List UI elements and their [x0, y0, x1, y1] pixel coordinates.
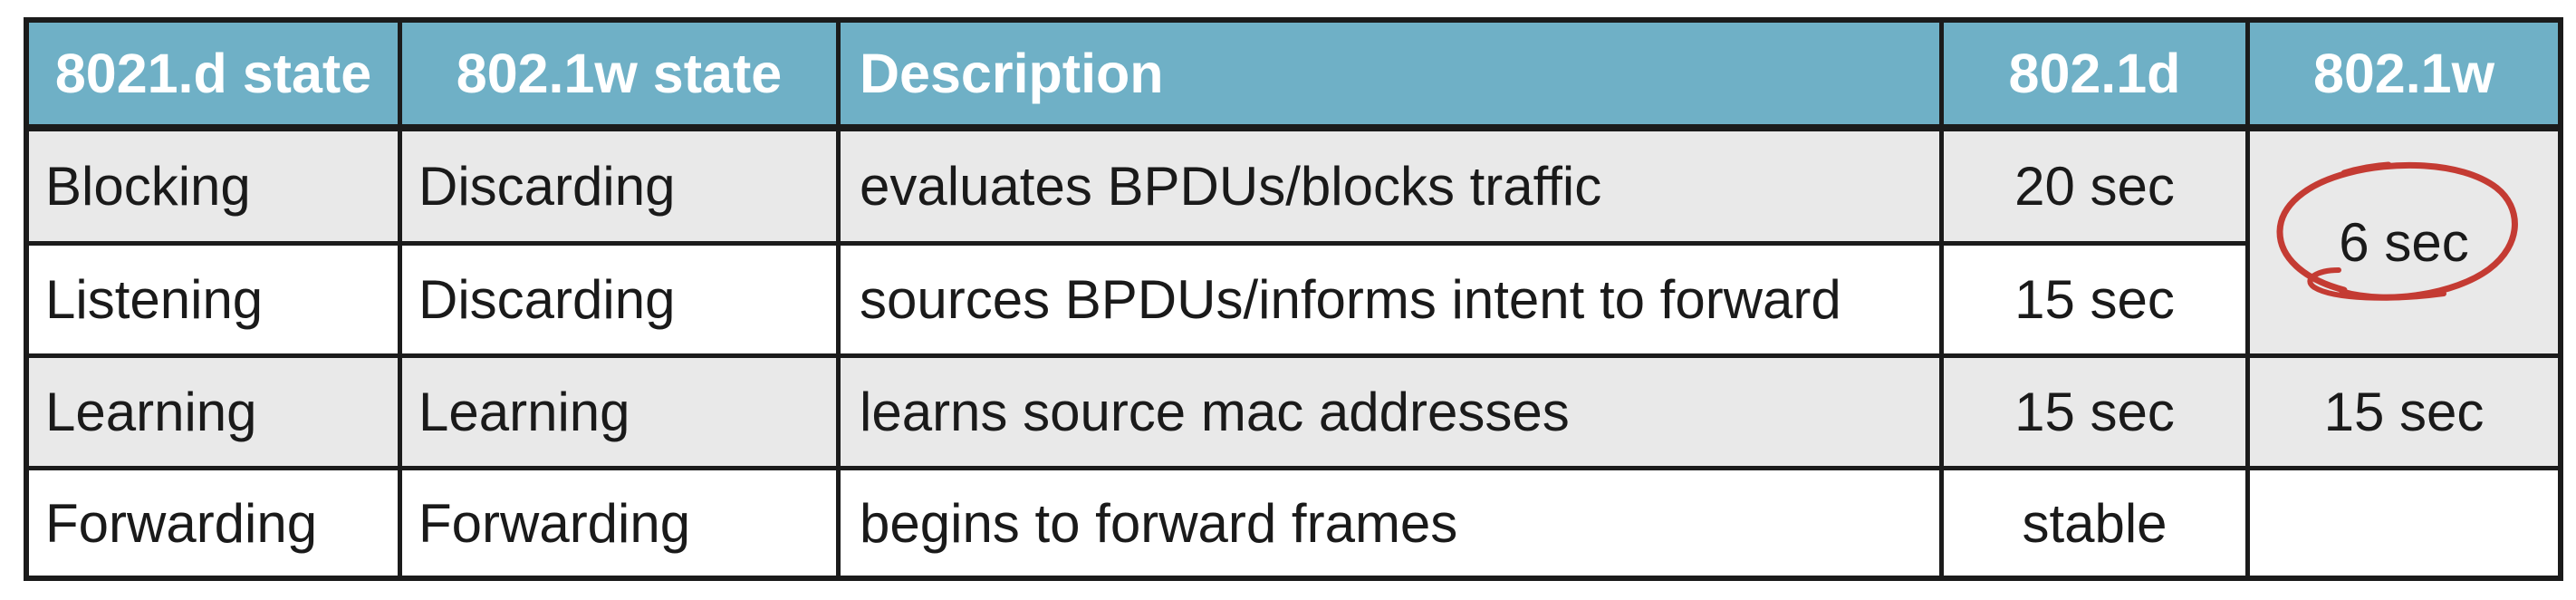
cell-d-time: 15 sec: [1944, 358, 2245, 466]
w-time-value: 6 sec: [2339, 212, 2469, 273]
cell-d-state: Listening: [29, 246, 398, 353]
header-8021d-state: 8021.d state: [29, 23, 398, 127]
cell-w-time: 15 sec: [2250, 358, 2558, 466]
cell-d-time: stable: [1944, 470, 2245, 576]
cell-d-state: Blocking: [29, 131, 398, 241]
header-description: Description: [841, 23, 1939, 127]
cell-description: begins to forward frames: [841, 470, 1939, 576]
header-8021w-time: 802.1w: [2250, 23, 2558, 127]
header-8021w-state: 802.1w state: [402, 23, 836, 127]
cell-w-time-blocking-listening: 6 sec: [2250, 131, 2558, 353]
cell-w-time: [2250, 470, 2558, 576]
cell-description: sources BPDUs/informs intent to forward: [841, 246, 1939, 353]
header-8021d-time: 802.1d: [1944, 23, 2245, 127]
cell-w-state: Discarding: [402, 131, 836, 241]
cell-w-state: Discarding: [402, 246, 836, 353]
cell-d-time: 20 sec: [1944, 131, 2245, 241]
stp-states-comparison-table: 8021.d state 802.1w state Description 80…: [24, 17, 2563, 581]
cell-description: learns source mac addresses: [841, 358, 1939, 466]
cell-d-state: Learning: [29, 358, 398, 466]
cell-description: evaluates BPDUs/blocks traffic: [841, 131, 1939, 241]
cell-d-time: 15 sec: [1944, 246, 2245, 353]
cell-d-state: Forwarding: [29, 470, 398, 576]
cell-w-state: Learning: [402, 358, 836, 466]
cell-w-state: Forwarding: [402, 470, 836, 576]
